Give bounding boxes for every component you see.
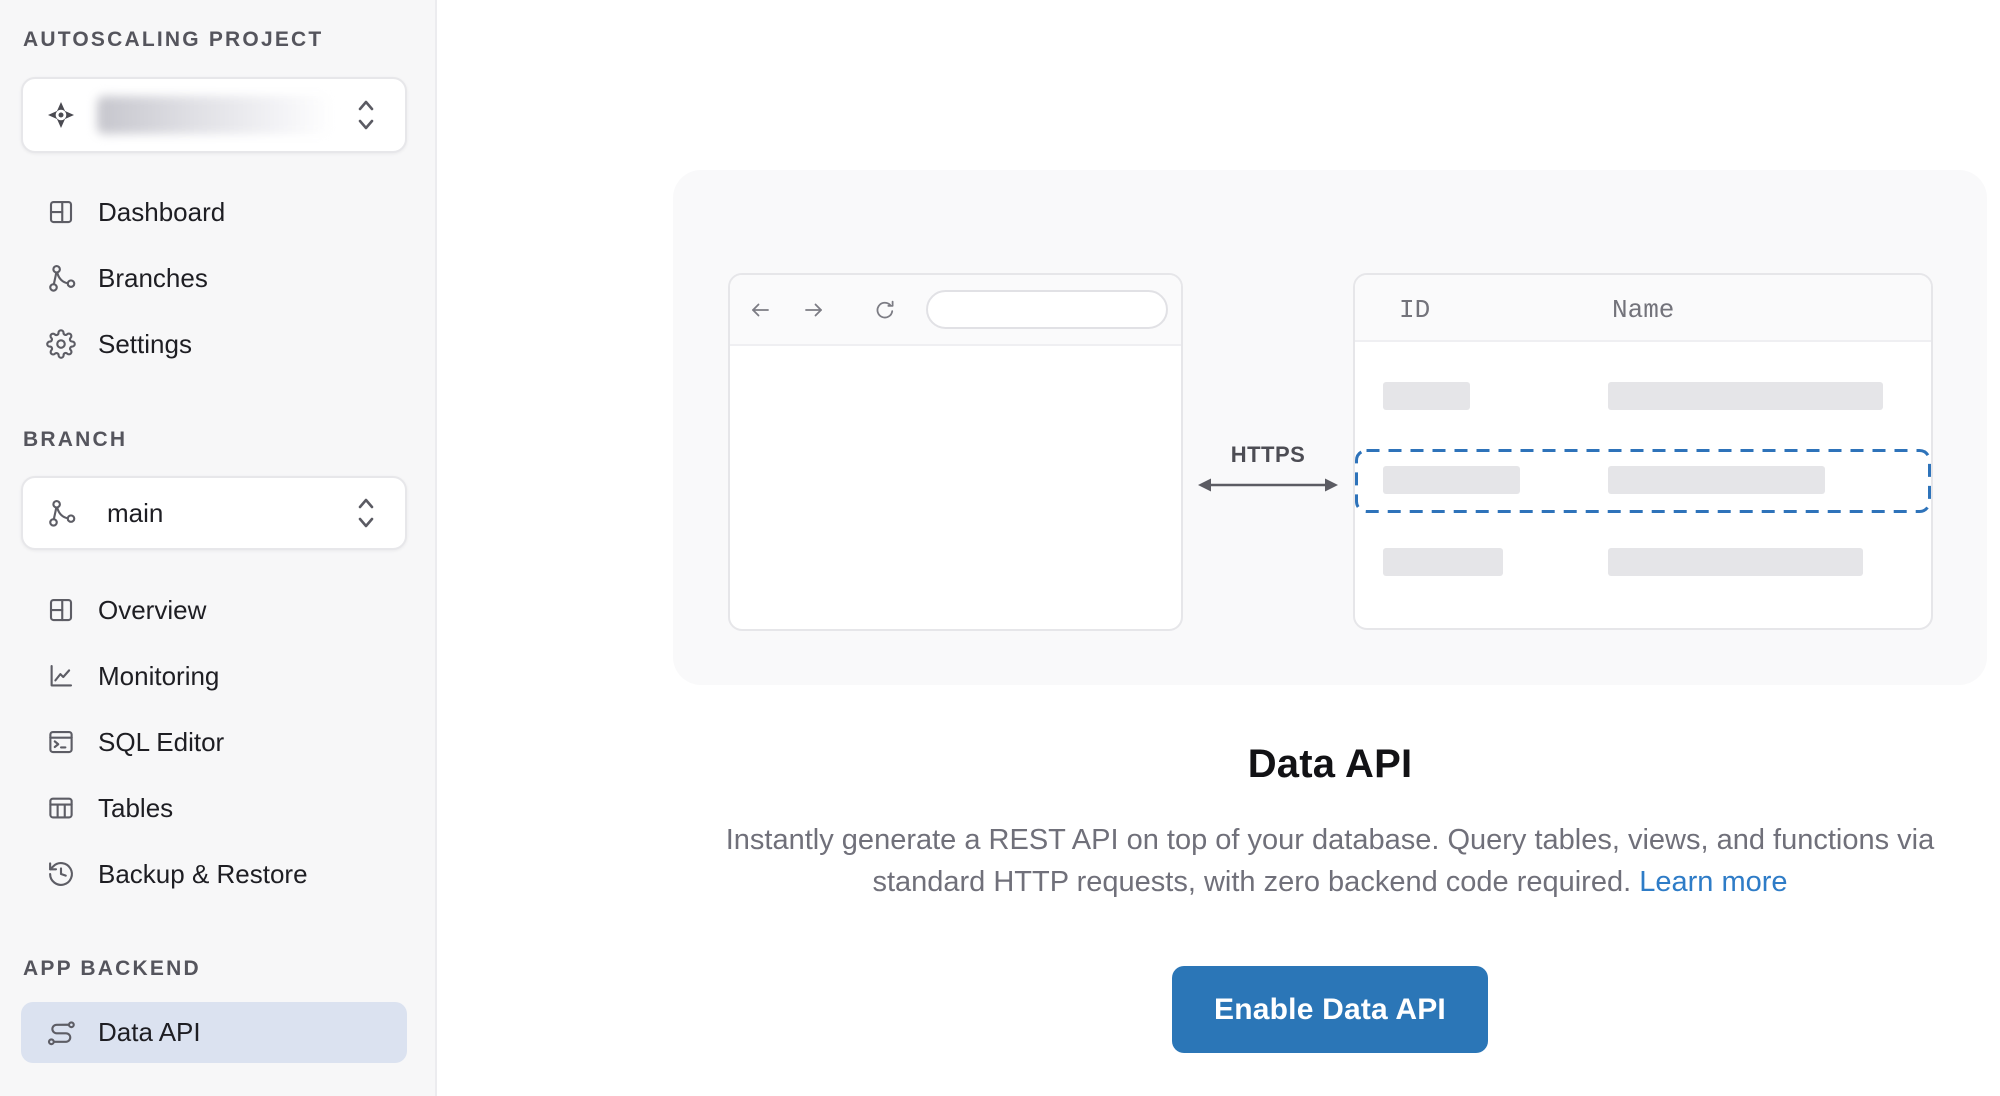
placeholder-bar	[1608, 548, 1863, 576]
sidebar-item-label: Branches	[98, 262, 208, 293]
data-api-route-icon	[46, 1018, 76, 1048]
illustration-card: Browser	[673, 170, 1987, 685]
branch-selector-value: main	[107, 497, 164, 528]
placeholder-bar	[1608, 466, 1825, 494]
project-nav: Dashboard Branches	[21, 186, 407, 384]
button-row: Enable Data API	[673, 966, 1987, 1053]
section-label-branch: BRANCH	[23, 428, 128, 451]
placeholder-bar	[1608, 382, 1883, 410]
tables-icon	[46, 793, 76, 823]
https-label: HTTPS	[1230, 442, 1306, 467]
sidebar-item-label: Monitoring	[98, 660, 220, 691]
branch-icon	[46, 498, 76, 528]
placeholder-bar	[1383, 466, 1520, 494]
url-bar	[926, 290, 1168, 329]
description-line-2: standard HTTP requests, with zero backen…	[872, 866, 1632, 898]
section-label-app-backend: APP BACKEND	[23, 957, 201, 980]
branch-nav: Overview Monitoring	[21, 584, 407, 914]
project-selector[interactable]	[21, 77, 407, 153]
back-arrow-icon	[747, 297, 773, 323]
forward-arrow-icon	[801, 297, 827, 323]
sidebar-item-label: Data API	[98, 1017, 201, 1047]
placeholder-bar	[1383, 382, 1470, 410]
section-label-autoscaling-project: AUTOSCALING PROJECT	[23, 28, 324, 51]
sidebar-item-dashboard[interactable]: Dashboard	[21, 186, 407, 238]
https-double-arrow-icon	[1198, 478, 1338, 492]
monitoring-icon	[46, 661, 76, 691]
placeholder-bar	[1383, 548, 1503, 576]
project-name-blurred	[97, 96, 333, 134]
enable-data-api-button[interactable]: Enable Data API	[1172, 966, 1488, 1053]
main-content: Browser	[437, 0, 2000, 1096]
sidebar: AUTOSCALING PROJECT	[0, 0, 437, 1096]
project-diamond-icon	[46, 100, 76, 130]
https-connector: HTTPS	[1183, 442, 1353, 501]
branches-icon	[46, 263, 76, 293]
sidebar-item-label: SQL Editor	[98, 726, 225, 757]
sql-editor-icon	[46, 727, 76, 757]
sidebar-item-sql-editor[interactable]: SQL Editor	[21, 716, 407, 768]
chevron-up-down-icon	[357, 494, 375, 532]
learn-more-link[interactable]: Learn more	[1639, 866, 1788, 898]
sidebar-item-tables[interactable]: Tables	[21, 782, 407, 834]
sidebar-item-label: Settings	[98, 328, 192, 359]
sidebar-item-label: Overview	[98, 594, 207, 625]
lakebase-table-mockup: ID Name	[1353, 273, 1933, 630]
sidebar-item-label: Dashboard	[98, 196, 226, 227]
sidebar-item-backup-restore[interactable]: Backup & Restore	[21, 848, 407, 900]
sidebar-item-label: Backup & Restore	[98, 858, 308, 889]
branch-selector[interactable]: main	[21, 476, 407, 550]
column-header-name: Name	[1612, 295, 1675, 325]
browser-mockup-toolbar	[730, 275, 1181, 346]
sidebar-item-settings[interactable]: Settings	[21, 318, 407, 370]
table-header: ID Name	[1355, 275, 1931, 342]
backup-restore-icon	[46, 859, 76, 889]
settings-gear-icon	[46, 329, 76, 359]
column-header-id: ID	[1399, 295, 1431, 325]
dashboard-icon	[46, 197, 76, 227]
backend-nav: Data API	[21, 1002, 407, 1063]
refresh-icon	[872, 297, 898, 323]
overview-icon	[46, 595, 76, 625]
sidebar-item-branches[interactable]: Branches	[21, 252, 407, 304]
sidebar-item-data-api[interactable]: Data API	[21, 1002, 407, 1063]
description-line-1: Instantly generate a REST API on top of …	[725, 824, 1935, 856]
sidebar-item-label: Tables	[98, 792, 174, 823]
selected-row-dashed-outline	[1355, 449, 1931, 513]
chevron-up-down-icon	[357, 96, 375, 134]
page-title: Data API	[1247, 742, 1413, 786]
sidebar-item-monitoring[interactable]: Monitoring	[21, 650, 407, 702]
browser-mockup	[728, 273, 1183, 631]
page-description: Instantly generate a REST API on top of …	[673, 819, 1987, 903]
sidebar-item-overview[interactable]: Overview	[21, 584, 407, 636]
